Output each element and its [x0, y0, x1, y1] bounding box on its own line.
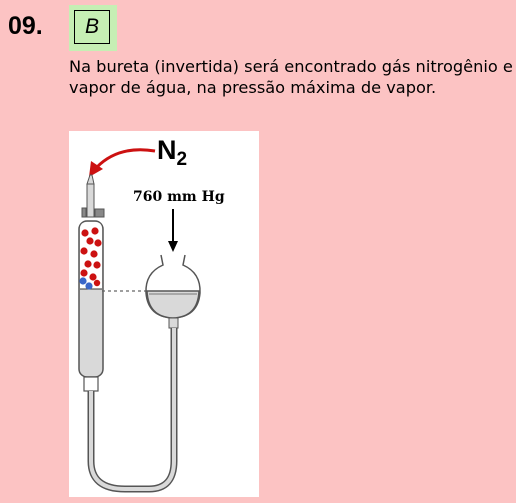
- nitrogen-particles: [80, 227, 102, 281]
- pressure-label: 760 mm Hg: [133, 189, 225, 205]
- gas-subscript: 2: [177, 149, 188, 170]
- question-number: 09.: [8, 12, 43, 40]
- gas-label: N2: [157, 135, 187, 170]
- burette-body: [78, 220, 104, 392]
- answer-box: B: [69, 5, 117, 51]
- burette-diagram: N2 760 mm Hg: [69, 131, 259, 497]
- pressure-arrow: [168, 209, 178, 252]
- water-vapor-particles: [79, 277, 101, 290]
- leveling-bulb: [145, 254, 201, 329]
- gas-arrow: [89, 148, 156, 177]
- explanation-text: Na bureta (invertida) será encontrado gá…: [69, 57, 513, 97]
- burette-tip: [81, 174, 105, 218]
- answer-letter: B: [74, 10, 110, 44]
